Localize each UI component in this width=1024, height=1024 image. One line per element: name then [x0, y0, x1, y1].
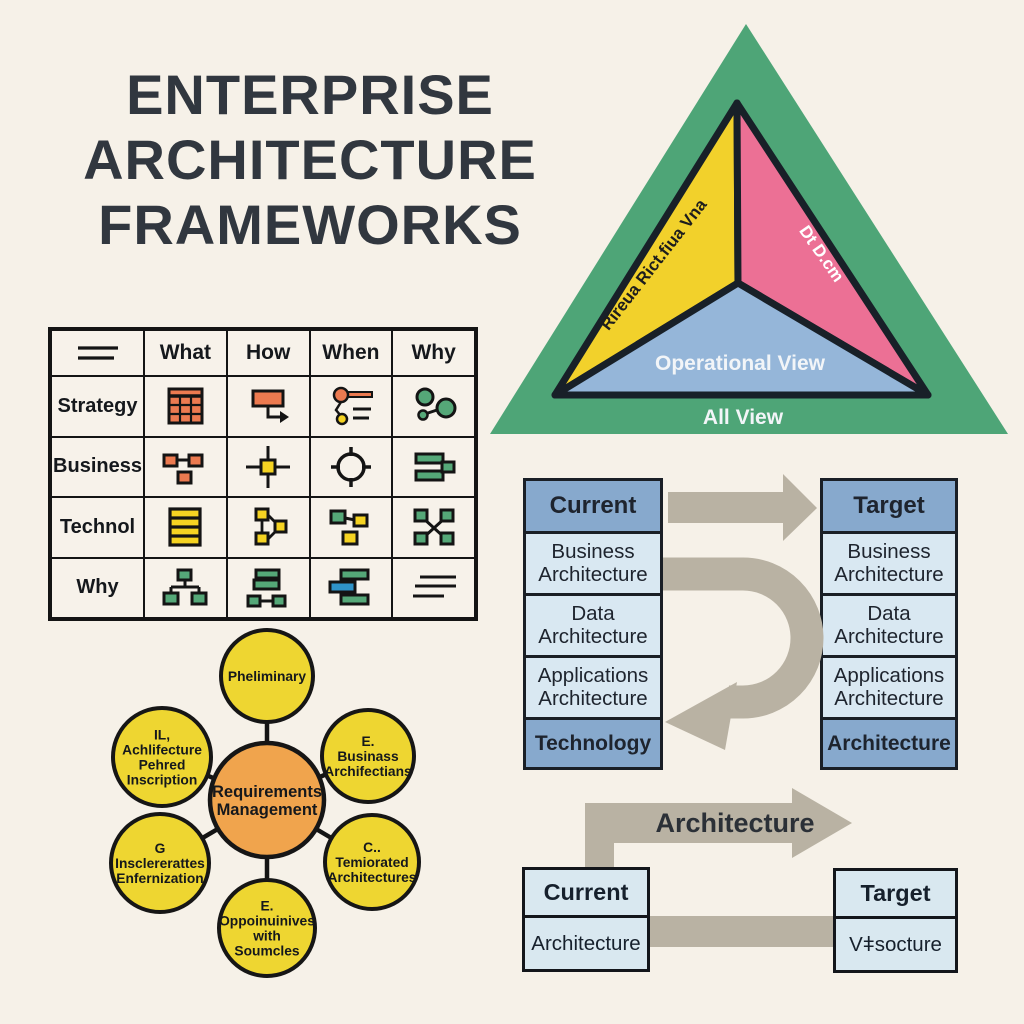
bent-arrow-stem	[585, 842, 614, 870]
triangle-bottom-face-label: Operational View	[655, 352, 826, 375]
matrix-cell-why-what	[144, 557, 227, 618]
matrix-cell-technol-how	[226, 497, 310, 558]
data-table-icon	[156, 383, 214, 429]
matrix-col-header-how: How	[226, 330, 310, 376]
node-cross-icon	[239, 444, 297, 490]
left-column-row-3: Applications Architecture	[526, 655, 660, 717]
matrix-row-header-strategy: Strategy	[51, 376, 144, 437]
bent-arrow-head	[792, 788, 852, 858]
matrix-cell-business-why	[392, 436, 475, 497]
matrix-row-header-business: Business	[51, 436, 144, 497]
matrix-row-header-why: Why	[51, 557, 144, 618]
layer-stack-icon	[156, 504, 214, 550]
adm-phase-circle-lower-right	[323, 813, 421, 911]
page-title: ENTERPRISE ARCHITECTURE FRAMEWORKS	[50, 62, 570, 257]
matrix-cell-business-when	[309, 436, 393, 497]
flow-target-title: Target	[860, 880, 931, 906]
right-arrow-body	[668, 492, 783, 523]
page-title-line-3: FRAMEWORKS	[98, 193, 522, 256]
adm-phase-circle-upper-right	[320, 708, 416, 804]
comparison-arrows	[663, 474, 824, 750]
matrix-corner-cell	[51, 330, 144, 376]
matrix-cell-why-why	[392, 557, 475, 618]
flow-target-box: Target Vǂsocture	[833, 868, 958, 973]
matrix-col-header-why: Why	[392, 330, 475, 376]
migration-flow-arrows: Architecture	[585, 788, 852, 947]
right-column-row-2: Data Architecture	[823, 593, 955, 655]
migration-arrow-label: Architecture	[655, 808, 814, 838]
curved-arrow-head	[665, 682, 737, 750]
grouped-boxes-icon	[239, 565, 297, 611]
linked-circles-icon	[405, 383, 463, 429]
milestone-timeline-icon	[322, 383, 380, 429]
matrix-cell-technol-what	[144, 497, 227, 558]
linked-boxes-icon	[322, 504, 380, 550]
gantt-bars-icon	[322, 565, 380, 611]
matrix-cell-strategy-what	[144, 376, 227, 437]
triangle-bottom-face	[551, 279, 932, 399]
curved-arrow-body	[663, 557, 824, 719]
adm-phase-circle-top	[219, 628, 315, 724]
matrix-cell-strategy-why	[392, 376, 475, 437]
right-column-row-1: Business Architecture	[823, 531, 955, 593]
target-crosshair-icon	[322, 444, 380, 490]
matrix-cell-business-what	[144, 436, 227, 497]
left-column-row-1: Business Architecture	[526, 531, 660, 593]
matrix-cell-technol-why	[392, 497, 475, 558]
left-column-row-2: Data Architecture	[526, 593, 660, 655]
matrix-col-header-when: When	[309, 330, 393, 376]
text-lines-icon	[405, 565, 463, 611]
adm-phase-circle-upper-left	[111, 706, 213, 808]
matrix-cell-why-when	[309, 557, 393, 618]
flow-connector-bar	[650, 916, 833, 947]
flow-target-subtitle: Vǂsocture	[836, 916, 955, 970]
right-column-footer: Architecture	[823, 717, 955, 767]
right-column-row-3: Applications Architecture	[823, 655, 955, 717]
left-column-footer: Technology	[526, 717, 660, 767]
adm-phase-circle-lower-left	[109, 812, 211, 914]
matrix-cell-technol-when	[309, 497, 393, 558]
process-box-arrow-icon	[239, 383, 297, 429]
flow-current-subtitle: Architecture	[525, 915, 647, 969]
matrix-cell-strategy-how	[226, 376, 310, 437]
matrix-cell-strategy-when	[309, 376, 393, 437]
entity-network-icon	[156, 444, 214, 490]
green-bars-icon	[405, 444, 463, 490]
matrix-col-header-what: What	[144, 330, 227, 376]
right-column-header: Target	[823, 481, 955, 531]
right-arrow-head	[783, 474, 817, 541]
adm-center-circle	[207, 740, 327, 860]
bent-arrow-body	[585, 803, 792, 843]
matrix-cell-why-how	[226, 557, 310, 618]
flow-current-box: Current Architecture	[522, 867, 650, 972]
org-tree-icon	[156, 565, 214, 611]
left-column-header: Current	[526, 481, 660, 531]
adm-node-label: Pheliminary	[228, 669, 307, 684]
page-title-line-2: ARCHITECTURE	[83, 128, 537, 191]
matrix-row-header-technol: Technol	[51, 497, 144, 558]
triangle-base-label: All View	[703, 406, 784, 429]
adm-phase-circle-bottom	[217, 878, 317, 978]
matrix-cell-business-how	[226, 436, 310, 497]
flow-branch-icon	[239, 504, 297, 550]
cross-network-icon	[405, 504, 463, 550]
views-triangle-diagram: Rireua Rict.fiua Vna Dt D.cm Operational…	[490, 24, 1008, 434]
flow-current-title: Current	[543, 879, 629, 905]
menu-lines-icon	[69, 330, 127, 376]
page-title-line-1: ENTERPRISE	[126, 63, 494, 126]
